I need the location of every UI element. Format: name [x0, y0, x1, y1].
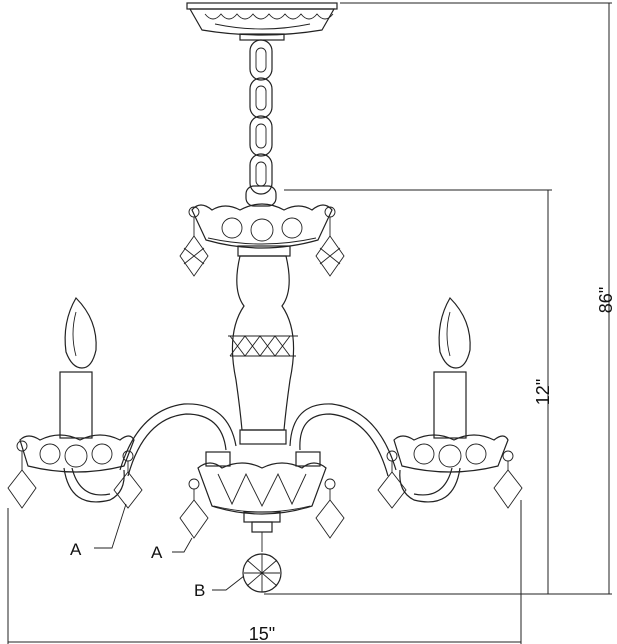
central-bowl [197, 451, 327, 552]
dimension-15: 15" [7, 500, 522, 644]
callout-a-mid: A [151, 537, 193, 562]
right-candle [393, 297, 509, 473]
dimension-15-label: 15" [249, 624, 275, 644]
callout-a-left-label: A [70, 540, 82, 559]
callout-b-label: B [194, 581, 205, 600]
top-cup [191, 203, 333, 257]
top-crystals [179, 206, 345, 277]
bowl-crystals [179, 478, 345, 539]
callout-a-mid-label: A [151, 543, 163, 562]
dimension-12-label: 12" [533, 379, 553, 405]
arm-crystals [7, 440, 523, 509]
dimension-86-label: 86" [596, 287, 616, 313]
dimension-12: 12" [284, 189, 553, 594]
left-candle [19, 297, 135, 473]
dimension-86: 86" [264, 2, 616, 595]
bottom-ball [242, 553, 282, 593]
central-stem [228, 255, 298, 445]
ceiling-canopy [186, 2, 338, 41]
left-arm [63, 403, 237, 503]
callout-b: B [194, 575, 245, 600]
callout-a-left: A [70, 503, 127, 559]
chain [245, 39, 277, 207]
